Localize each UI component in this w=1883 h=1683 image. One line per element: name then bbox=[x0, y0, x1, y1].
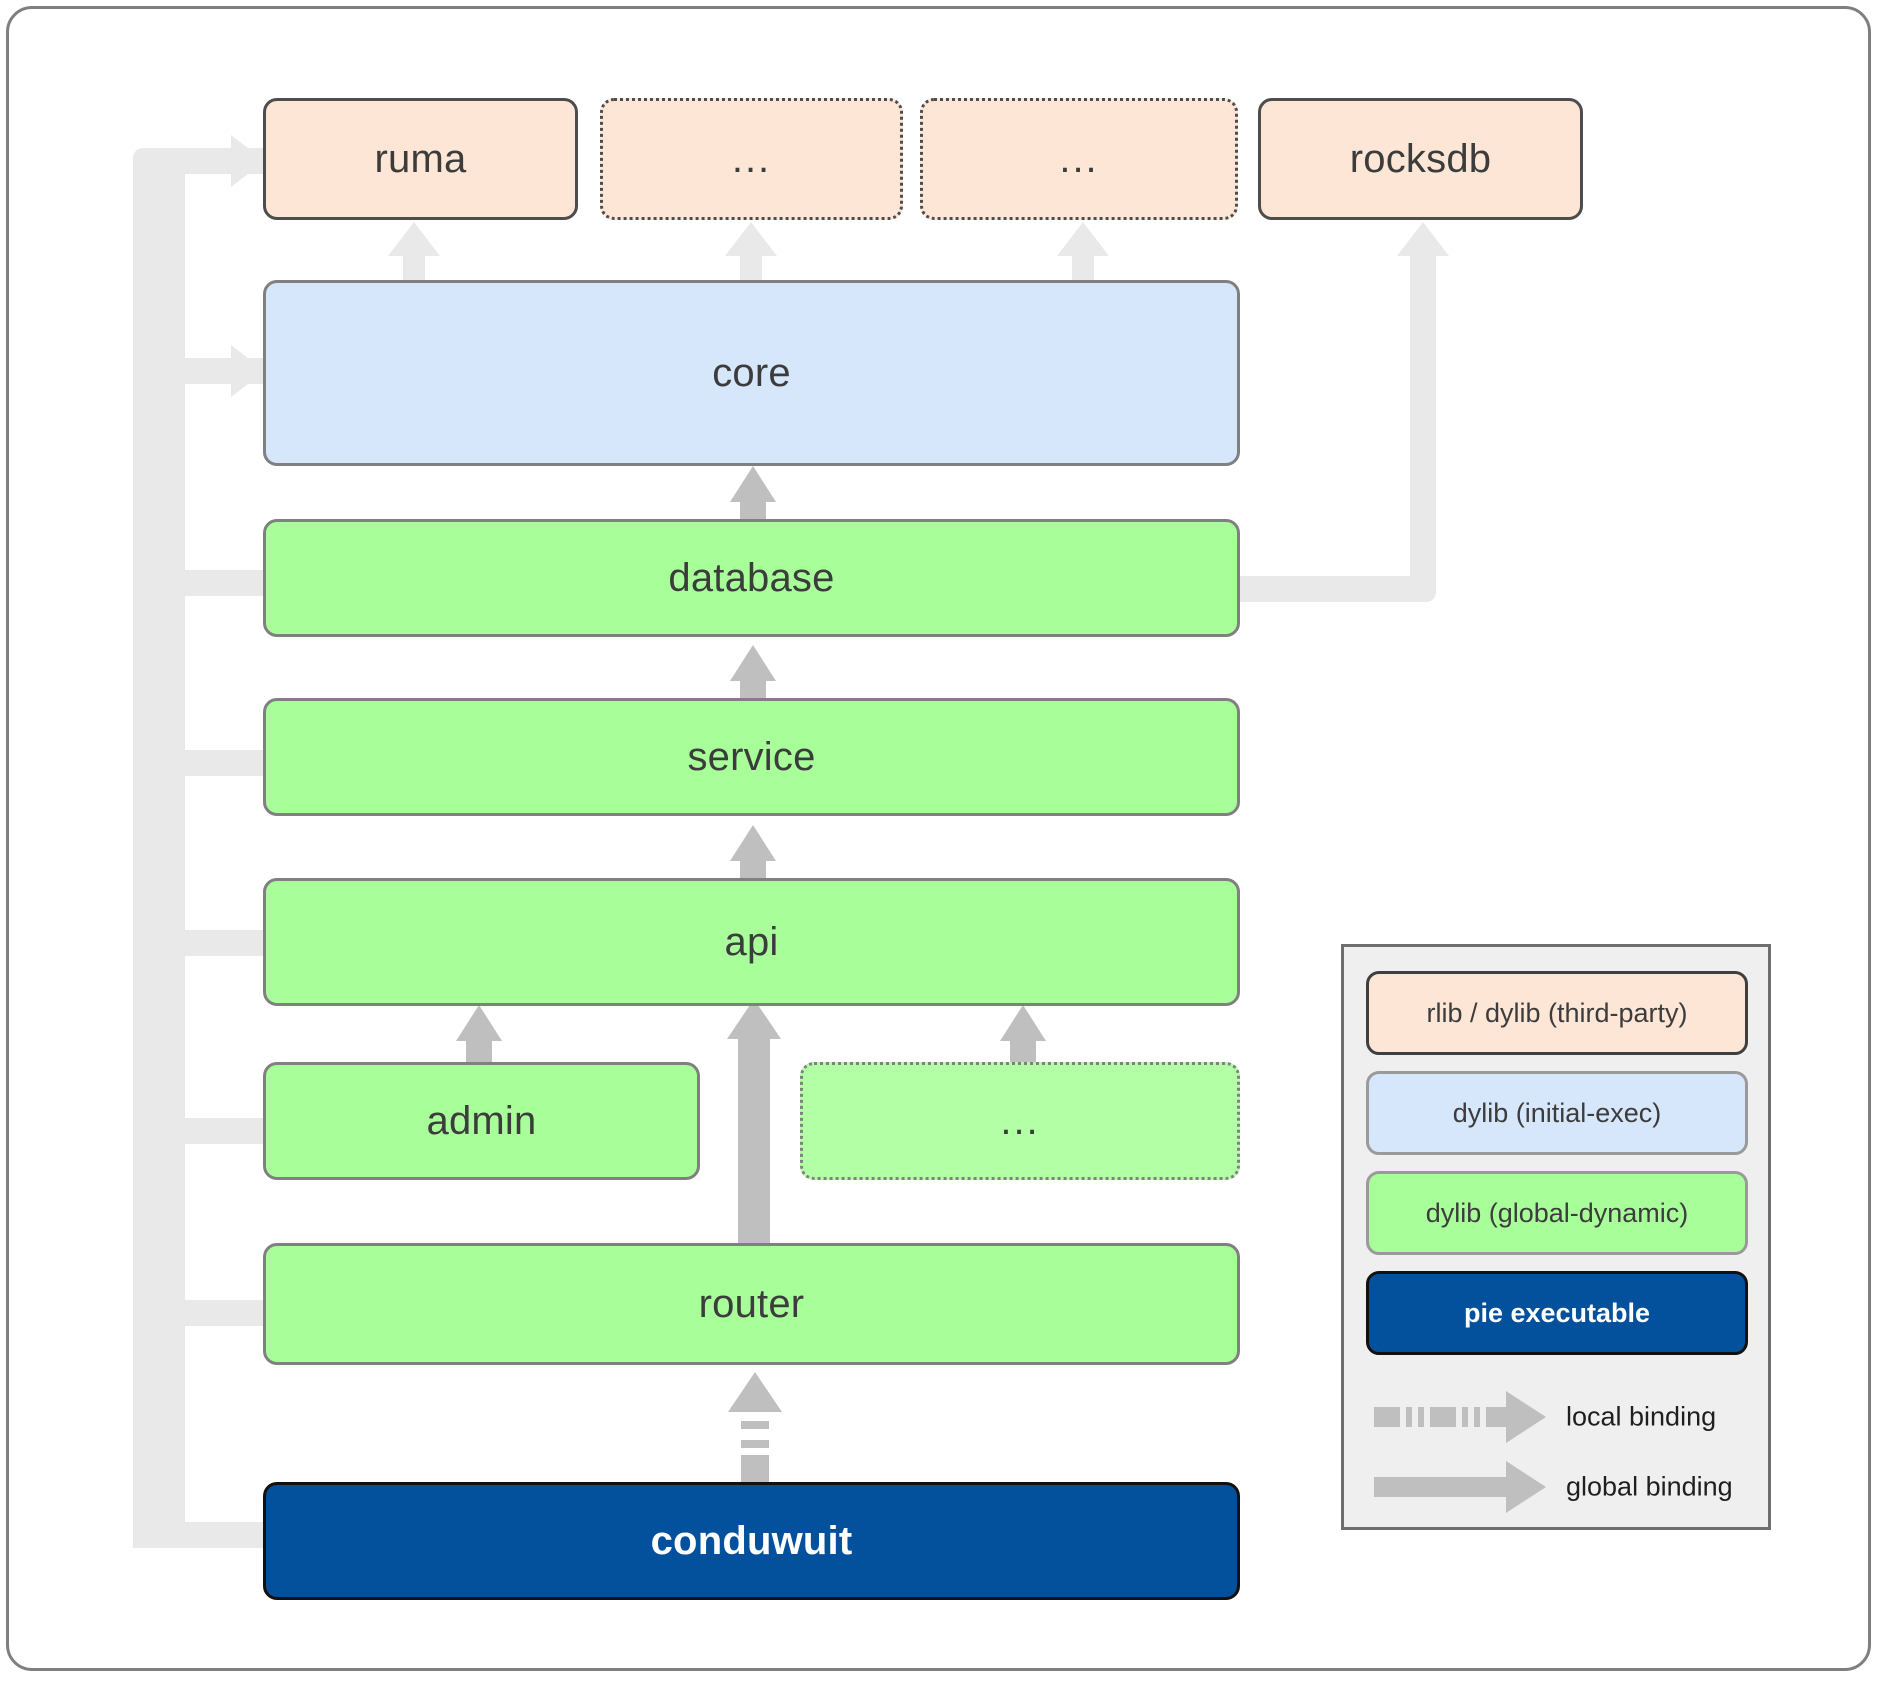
node-router-label: router bbox=[698, 1281, 805, 1326]
legend-arrow-local-binding: local binding bbox=[1366, 1387, 1752, 1447]
bus-arrowhead-rocksdb bbox=[1397, 222, 1449, 256]
legend-arrow-global-binding: global binding bbox=[1366, 1457, 1752, 1517]
legend-panel: rlib / dylib (third-party) dylib (initia… bbox=[1341, 944, 1771, 1530]
node-ellipsis-2[interactable]: ... bbox=[920, 98, 1238, 220]
legend-global-stem bbox=[1374, 1477, 1508, 1497]
arrow-admin-to-api-head bbox=[456, 1005, 502, 1041]
arrow-conduwuit-to-router-seg3 bbox=[741, 1421, 769, 1429]
bus-branch-database bbox=[159, 570, 269, 596]
node-api-label: api bbox=[724, 919, 779, 964]
node-api[interactable]: api bbox=[263, 878, 1240, 1006]
legend-local-dash-4 bbox=[1430, 1407, 1456, 1427]
legend-label-dylib-global-dynamic: dylib (global-dynamic) bbox=[1425, 1197, 1689, 1228]
node-database[interactable]: database bbox=[263, 519, 1240, 637]
arrow-conduwuit-to-router-head bbox=[728, 1372, 782, 1412]
bus-branch-admin bbox=[159, 1118, 269, 1144]
node-database-label: database bbox=[668, 555, 835, 600]
legend-local-dash-5 bbox=[1462, 1407, 1468, 1427]
bus-branch-router bbox=[159, 1300, 269, 1326]
bus-branch-service bbox=[159, 750, 269, 776]
node-router[interactable]: router bbox=[263, 1243, 1240, 1365]
legend-swatch-dylib-initial-exec: dylib (initial-exec) bbox=[1366, 1071, 1748, 1155]
legend-local-dash-7 bbox=[1486, 1407, 1508, 1427]
bus-branch-api bbox=[159, 930, 269, 956]
arrow-core-to-ellipsis1-head bbox=[725, 222, 777, 256]
node-service[interactable]: service bbox=[263, 698, 1240, 816]
arrow-service-to-database-head bbox=[730, 645, 776, 681]
arrow-conduwuit-to-router-seg2 bbox=[741, 1440, 769, 1448]
node-rocksdb-label: rocksdb bbox=[1349, 136, 1492, 181]
bus-branch-database-rocksdb-vertical bbox=[1410, 255, 1436, 585]
node-core-label: core bbox=[712, 350, 791, 395]
bus-arrowhead-core bbox=[231, 345, 265, 397]
bus-trunk-vertical bbox=[133, 148, 159, 1548]
legend-local-arrowhead-icon bbox=[1506, 1391, 1546, 1443]
legend-swatch-pie-executable: pie executable bbox=[1366, 1271, 1748, 1355]
bus-branch-database-rocksdb-horizontal bbox=[1236, 576, 1436, 602]
node-ruma[interactable]: ruma bbox=[263, 98, 578, 220]
node-ellipsis-1[interactable]: ... bbox=[600, 98, 903, 220]
arrow-api-to-service-head bbox=[730, 825, 776, 861]
legend-local-dash-6 bbox=[1474, 1407, 1480, 1427]
arrow-core-to-ruma-head bbox=[388, 222, 440, 256]
node-service-label: service bbox=[687, 734, 816, 779]
node-ruma-label: ruma bbox=[374, 136, 467, 181]
node-rocksdb[interactable]: rocksdb bbox=[1258, 98, 1583, 220]
legend-label-local-binding: local binding bbox=[1566, 1401, 1717, 1432]
legend-label-pie-executable: pie executable bbox=[1463, 1297, 1651, 1328]
node-ellipsis-2-label: ... bbox=[1059, 136, 1099, 181]
node-admin-label: admin bbox=[426, 1098, 537, 1143]
arrow-database-to-core-head bbox=[730, 466, 776, 502]
legend-swatch-rlib-dylib-third-party: rlib / dylib (third-party) bbox=[1366, 971, 1748, 1055]
legend-label-rlib-dylib-third-party: rlib / dylib (third-party) bbox=[1426, 997, 1688, 1028]
legend-label-dylib-initial-exec: dylib (initial-exec) bbox=[1452, 1097, 1662, 1128]
bus-arrowhead-ruma bbox=[231, 135, 265, 187]
legend-local-dash-2 bbox=[1406, 1407, 1412, 1427]
node-conduwuit-label: conduwuit bbox=[650, 1518, 853, 1563]
legend-local-dash-3 bbox=[1418, 1407, 1424, 1427]
node-conduwuit[interactable]: conduwuit bbox=[263, 1482, 1240, 1600]
legend-local-dash-1 bbox=[1374, 1407, 1400, 1427]
node-ellipsis-1-label: ... bbox=[731, 136, 772, 181]
node-core[interactable]: core bbox=[263, 280, 1240, 466]
bus-branch-conduwuit bbox=[133, 1522, 268, 1548]
legend-label-global-binding: global binding bbox=[1566, 1471, 1733, 1502]
arrow-conduwuit-to-router-seg1 bbox=[741, 1455, 769, 1485]
legend-global-arrowhead-icon bbox=[1506, 1461, 1546, 1513]
arrow-router-to-api-stem bbox=[738, 1036, 770, 1251]
node-admin[interactable]: admin bbox=[263, 1062, 700, 1180]
node-ellipsis-3[interactable]: ... bbox=[800, 1062, 1240, 1180]
arrow-ellipsis3-to-api-head bbox=[1000, 1005, 1046, 1041]
legend-swatch-dylib-global-dynamic: dylib (global-dynamic) bbox=[1366, 1171, 1748, 1255]
arrow-core-to-ellipsis2-head bbox=[1057, 222, 1109, 256]
node-ellipsis-3-label: ... bbox=[1000, 1098, 1040, 1143]
